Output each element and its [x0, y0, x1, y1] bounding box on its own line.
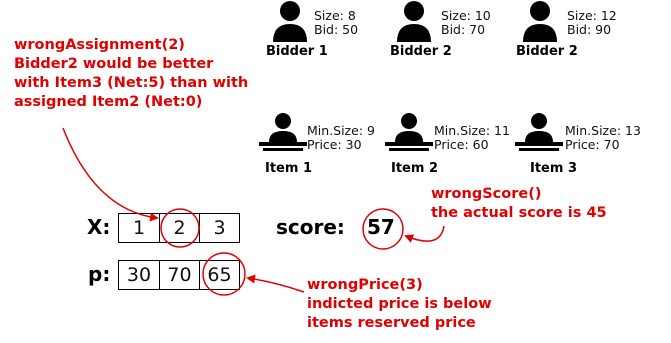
item-2 [384, 112, 434, 166]
assignment-error-circle [160, 208, 200, 248]
item-1-name: Item 1 [265, 161, 312, 176]
wrong-assignment-line-1: Bidder2 would be better [14, 56, 214, 72]
bidder-1 [272, 0, 308, 46]
item-1-price: Price: 30 [307, 137, 362, 152]
bidder-2-bid: Bid: 70 [441, 22, 486, 37]
item-3-price: Price: 70 [565, 137, 620, 152]
price-error-circle [202, 252, 246, 296]
item-3-details: Min.Size: 13 Price: 70 [565, 124, 641, 152]
bidder-1-bid: Bid: 50 [314, 22, 359, 37]
wrong-price-line-1: indicted price is below [307, 296, 492, 312]
item-2-details: Min.Size: 11 Price: 60 [434, 124, 510, 152]
wrong-price-title: wrongPrice(3) [307, 277, 423, 293]
bidder-3-details: Size: 12 Bid: 90 [567, 9, 617, 37]
assignment-error-arrow [62, 127, 159, 222]
item-2-price: Price: 60 [434, 137, 489, 152]
bidder-3-size: Size: 12 [567, 8, 617, 23]
seller-desk-icon [259, 113, 307, 151]
bidder-2-name: Bidder 2 [390, 44, 452, 59]
assignment-cell: 2 [159, 214, 199, 242]
item-2-name: Item 2 [391, 161, 438, 176]
wrong-price-line-2: items reserved price [307, 315, 476, 331]
bidder-3-bid: Bid: 90 [567, 22, 612, 37]
assignment-vector: 1 2 3 [118, 213, 240, 243]
wrong-score-annotation: wrongScore() the actual score is 45 [431, 185, 607, 223]
score-error-circle [362, 208, 404, 250]
price-cell: 70 [159, 261, 199, 289]
item-3 [514, 112, 564, 166]
bidder-3-name: Bidder 2 [516, 44, 578, 59]
wrong-assignment-annotation: wrongAssignment(2) Bidder2 would be bett… [14, 36, 248, 112]
wrong-score-title: wrongScore() [431, 186, 542, 202]
wrong-price-annotation: wrongPrice(3) indicted price is below it… [307, 276, 492, 333]
wrong-assignment-line-3: assigned Item2 (Net:0) [14, 94, 203, 110]
bidder-1-name: Bidder 1 [266, 44, 328, 59]
bidder-2-size: Size: 10 [441, 8, 491, 23]
score-value: 57 [367, 215, 395, 239]
score-error-arrow [404, 225, 445, 243]
bidder-2-details: Size: 10 Bid: 70 [441, 9, 491, 37]
wrong-score-line-1: the actual score is 45 [431, 205, 607, 221]
seller-desk-icon [385, 113, 433, 151]
price-vector: 30 70 65 [118, 260, 240, 290]
bidder-person-icon [523, 1, 557, 42]
price-label: p: [88, 262, 111, 286]
score-label: score: [276, 215, 345, 239]
item-2-min-size: Min.Size: 11 [434, 123, 510, 138]
price-error-arrow [246, 274, 305, 293]
bidder-person-icon [397, 1, 431, 42]
wrong-assignment-title: wrongAssignment(2) [14, 37, 185, 53]
price-cell: 30 [126, 264, 152, 286]
price-cell: 65 [199, 261, 239, 289]
item-1-min-size: Min.Size: 9 [307, 123, 375, 138]
seller-desk-icon [515, 113, 563, 151]
bidder-person-icon [273, 1, 307, 42]
item-3-name: Item 3 [530, 161, 577, 176]
item-1-details: Min.Size: 9 Price: 30 [307, 124, 375, 152]
assignment-label: X: [87, 215, 111, 239]
bidder-2 [396, 0, 432, 46]
bidder-1-size: Size: 8 [314, 8, 356, 23]
bidder-3 [522, 0, 558, 46]
bidder-1-details: Size: 8 Bid: 50 [314, 9, 358, 37]
wrong-assignment-line-2: with Item3 (Net:5) than with [14, 75, 249, 91]
assignment-cell: 1 [132, 217, 146, 239]
item-1 [258, 112, 308, 166]
item-3-min-size: Min.Size: 13 [565, 123, 641, 138]
